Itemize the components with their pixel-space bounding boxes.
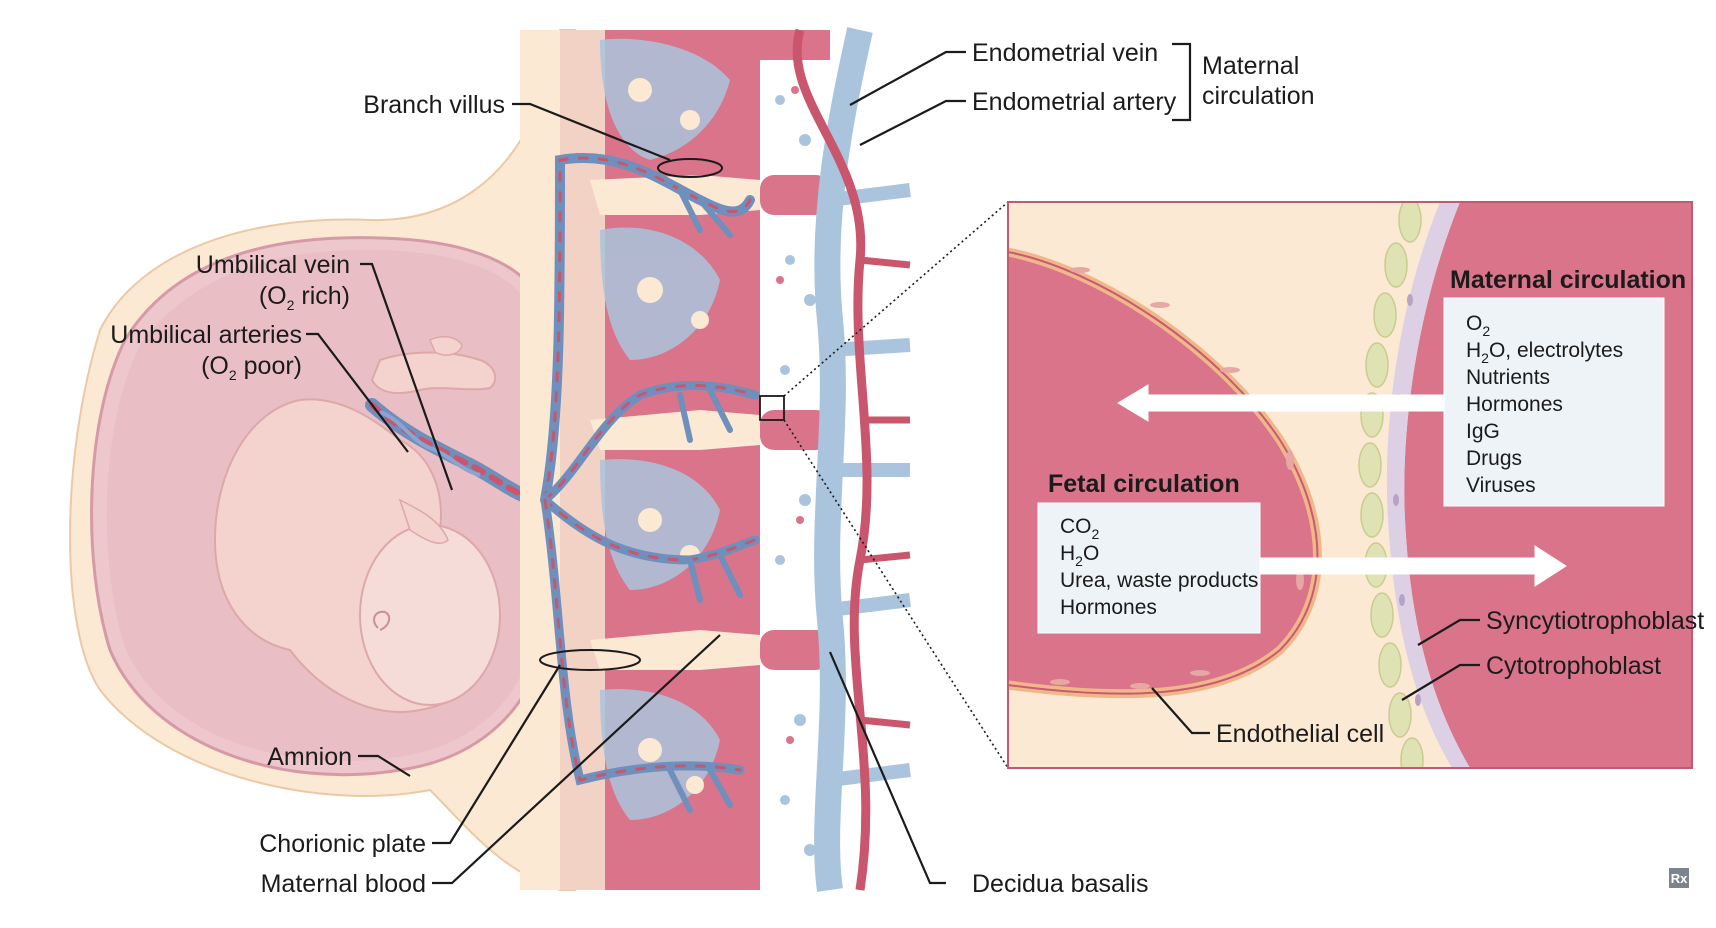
inset-panel: Maternal circulation Fetal circulation O…	[1007, 201, 1693, 769]
label-maternal-circulation-group-2: circulation	[1202, 82, 1315, 110]
label-cytotrophoblast: Cytotrophoblast	[1486, 652, 1661, 680]
maternal-item: O2	[1466, 312, 1490, 339]
placenta	[520, 27, 911, 892]
leader-lines	[306, 42, 1480, 885]
maternal-item: Hormones	[1466, 393, 1563, 416]
label-decidua-basalis: Decidua basalis	[972, 870, 1149, 898]
label-umbilical-arteries-note: (O2 poor)	[201, 352, 302, 383]
label-umbilical-vein: Umbilical vein	[196, 251, 350, 279]
label-branch-villus: Branch villus	[363, 91, 505, 119]
label-endometrial-vein: Endometrial vein	[972, 39, 1158, 67]
label-endometrial-artery: Endometrial artery	[972, 88, 1177, 116]
zoom-line-top	[783, 201, 1009, 397]
label-endothelial-cell: Endothelial cell	[1216, 720, 1384, 748]
rx-logo-text: Rx	[1671, 871, 1688, 886]
fetus	[213, 335, 501, 713]
maternal-item: Nutrients	[1466, 366, 1550, 389]
maternal-item: Viruses	[1466, 474, 1536, 497]
chorionic-plate-marker	[539, 649, 641, 671]
rx-logo: Rx	[1669, 868, 1689, 888]
zoom-line-bottom	[783, 419, 1009, 769]
maternal-items: O2 H2O, electrolytes Nutrients Hormones …	[1466, 312, 1623, 497]
maternal-box	[1443, 297, 1665, 507]
fetal-item: Hormones	[1060, 596, 1157, 619]
label-maternal-blood: Maternal blood	[261, 870, 426, 898]
label-amnion: Amnion	[267, 743, 352, 771]
fetal-item: CO2	[1060, 515, 1100, 542]
maternal-circulation-title: Maternal circulation	[1450, 266, 1686, 294]
label-umbilical-arteries: Umbilical arteries	[110, 321, 302, 349]
fetal-item: Urea, waste products	[1060, 569, 1258, 592]
focus-square	[759, 395, 785, 421]
fetal-item: H2O	[1060, 542, 1099, 569]
label-umbilical-vein-note: (O2 rich)	[259, 282, 350, 313]
maternal-item: Drugs	[1466, 447, 1522, 470]
arrow-to-fetal	[1117, 384, 1449, 422]
fetal-items: CO2 H2O Urea, waste products Hormones	[1060, 515, 1258, 619]
label-maternal-circulation-group-1: Maternal	[1202, 52, 1299, 80]
label-syncytiotrophoblast: Syncytiotrophoblast	[1486, 607, 1704, 635]
labels: Branch villus Umbilical vein (O2 rich) U…	[110, 39, 1704, 898]
fetal-box	[1037, 502, 1261, 634]
maternal-item: H2O, electrolytes	[1466, 339, 1623, 366]
maternal-item: IgG	[1466, 420, 1500, 443]
label-chorionic-plate: Chorionic plate	[259, 830, 426, 858]
arrow-to-maternal	[1249, 545, 1567, 587]
branch-villus-marker	[657, 158, 723, 178]
fetal-circulation-title: Fetal circulation	[1048, 470, 1240, 498]
